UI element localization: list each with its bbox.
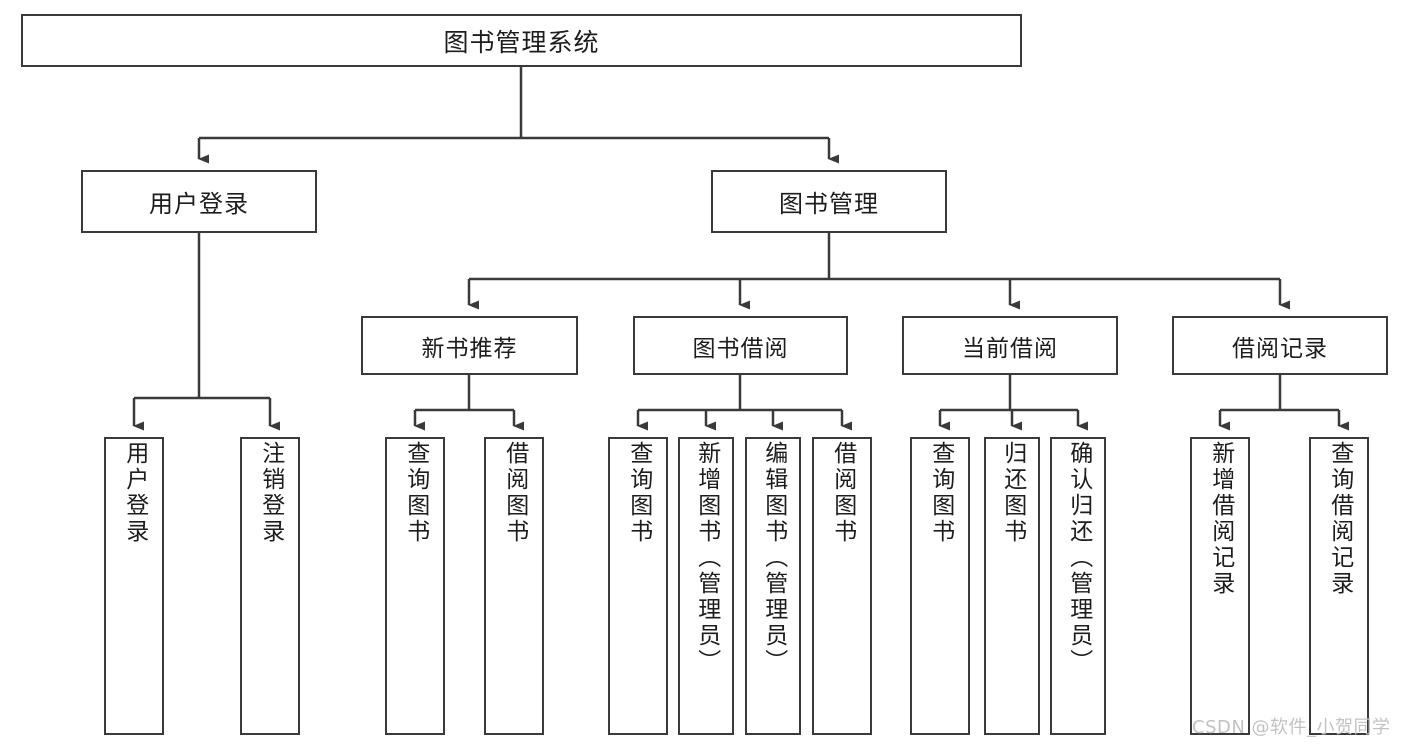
node-book-borrow-label: 图书借阅 — [692, 335, 789, 362]
node-leaf-return-book-label: 归还图书 — [999, 441, 1026, 545]
node-leaf-confirm-return-label: 确认归还（管理员） — [1065, 441, 1092, 675]
node-leaf-edit-book-label: 编辑图书（管理员） — [760, 441, 787, 675]
node-root[interactable]: 图书管理系统 — [21, 14, 1022, 67]
node-leaf-add-book[interactable]: 新增图书（管理员） — [678, 437, 734, 735]
node-leaf-query-record-label: 查询借阅记录 — [1326, 441, 1353, 597]
node-user-login-label: 用户登录 — [149, 190, 249, 218]
node-leaf-edit-book[interactable]: 编辑图书（管理员） — [745, 437, 801, 735]
node-leaf-logout[interactable]: 注销登录 — [240, 437, 300, 735]
node-new-book-recommend-label: 新书推荐 — [421, 335, 518, 362]
node-leaf-query-book-2[interactable]: 查询图书 — [608, 437, 668, 735]
node-leaf-add-record-label: 新增借阅记录 — [1207, 441, 1234, 597]
node-leaf-query-record[interactable]: 查询借阅记录 — [1309, 437, 1369, 735]
node-leaf-borrow-book-2-label: 借阅图书 — [829, 441, 856, 545]
node-leaf-add-book-label: 新增图书（管理员） — [693, 441, 720, 675]
node-leaf-query-book-3-label: 查询图书 — [927, 441, 954, 545]
node-leaf-return-book[interactable]: 归还图书 — [984, 437, 1040, 735]
node-new-book-recommend[interactable]: 新书推荐 — [361, 316, 578, 375]
node-current-borrow-label: 当前借阅 — [962, 335, 1058, 362]
node-user-login[interactable]: 用户登录 — [81, 170, 317, 233]
node-leaf-query-book-2-label: 查询图书 — [625, 441, 652, 545]
node-borrow-record-label: 借阅记录 — [1232, 335, 1328, 362]
node-borrow-record[interactable]: 借阅记录 — [1172, 316, 1388, 375]
node-book-manage-label: 图书管理 — [779, 190, 879, 218]
node-root-label: 图书管理系统 — [443, 27, 600, 57]
node-book-manage[interactable]: 图书管理 — [711, 170, 947, 233]
node-leaf-add-record[interactable]: 新增借阅记录 — [1190, 437, 1250, 735]
node-book-borrow[interactable]: 图书借阅 — [633, 316, 848, 375]
node-leaf-borrow-book-2[interactable]: 借阅图书 — [812, 437, 872, 735]
node-leaf-query-book-1[interactable]: 查询图书 — [385, 437, 445, 735]
node-leaf-confirm-return[interactable]: 确认归还（管理员） — [1050, 437, 1106, 735]
node-leaf-user-login-label: 用户登录 — [121, 441, 148, 545]
node-leaf-borrow-book-1-label: 借阅图书 — [501, 441, 528, 545]
node-leaf-query-book-1-label: 查询图书 — [402, 441, 429, 545]
node-leaf-borrow-book-1[interactable]: 借阅图书 — [484, 437, 544, 735]
node-leaf-user-login[interactable]: 用户登录 — [104, 437, 164, 735]
node-leaf-logout-label: 注销登录 — [257, 441, 284, 545]
csdn-watermark: CSDN @软件_小贺同学 — [1192, 717, 1391, 738]
node-leaf-query-book-3[interactable]: 查询图书 — [910, 437, 970, 735]
node-current-borrow[interactable]: 当前借阅 — [902, 316, 1118, 375]
